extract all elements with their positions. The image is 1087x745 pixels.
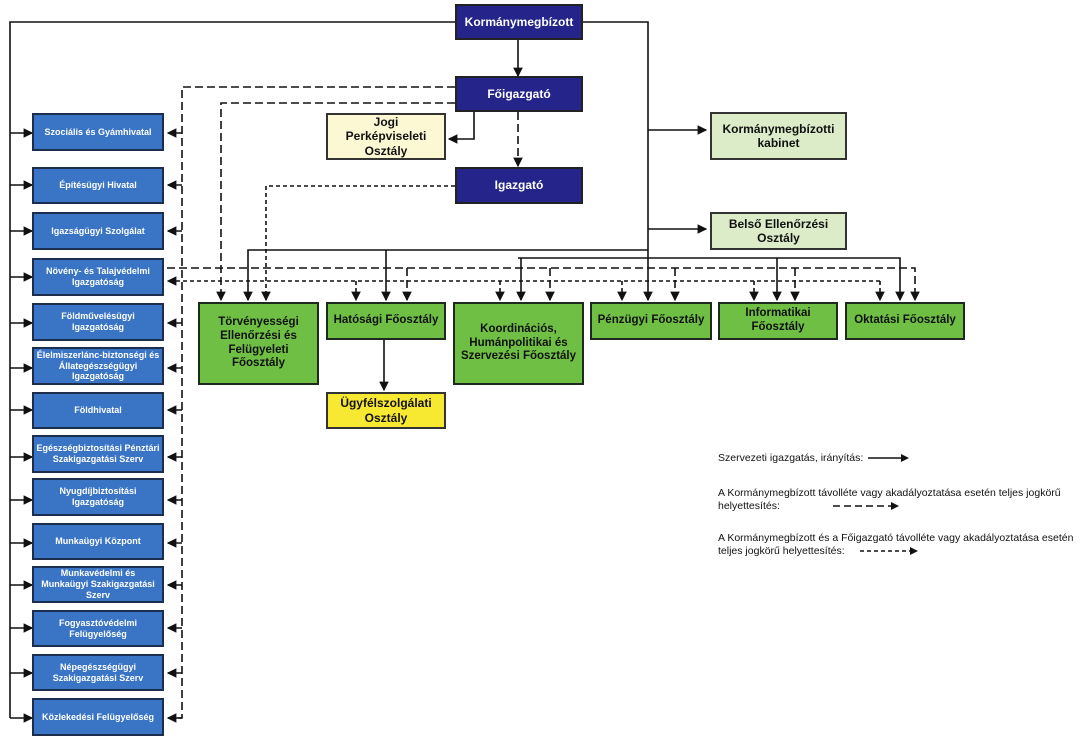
solid-arrow-icon	[868, 454, 910, 463]
office-nyugdijbiztositasi: Nyugdíjbiztosítási Igazgatóság	[32, 478, 164, 516]
igazgato-box: Igazgató	[455, 167, 583, 204]
ugyfelszolgalati-box: Ügyfélszolgálati Osztály	[326, 392, 446, 429]
department-penzugyi: Pénzügyi Főosztály	[590, 302, 712, 340]
long-dash-arrow-icon	[832, 502, 899, 511]
foigazgato-box: Főigazgató	[455, 76, 583, 112]
kabinet-box: Kormánymegbízotti kabinet	[710, 112, 847, 160]
legend-long-dash: A Kormánymegbízott távolléte vagy akadál…	[718, 487, 1061, 513]
office-fogyasztovedelmi: Fogyasztóvédelmi Felügyelőség	[32, 610, 164, 647]
office-igazsagugyi: Igazságügyi Szolgálat	[32, 212, 164, 250]
office-noveny: Növény- és Talajvédelmi Igazgatóság	[32, 258, 164, 296]
office-kozlekedesi: Közlekedési Felügyelőség	[32, 698, 164, 736]
legend-solid: Szervezeti igazgatás, irányítás:	[718, 452, 1078, 465]
office-elelmiszerlanc: Élelmiszerlánc-biztonségi és Állategészs…	[32, 347, 164, 385]
department-oktatasi: Oktatási Főosztály	[845, 302, 965, 340]
department-informatikai: Informatikai Főosztály	[718, 302, 838, 340]
short-dash-arrow-icon	[859, 547, 918, 556]
office-munkaugyi-kozpont: Munkaügyi Központ	[32, 523, 164, 560]
office-egeszsegbiztositasi: Egészségbiztosítási Pénztári Szakigazgat…	[32, 435, 164, 473]
line-km-right	[583, 21, 649, 250]
office-nepegeszsegugyi: Népegészségügyi Szakigazgatási Szerv	[32, 654, 164, 691]
belso-ellenorzesi-box: Belső Ellenőrzési Osztály	[710, 212, 847, 250]
line-km-left-spine	[9, 21, 455, 718]
jogi-perkepviseleti-box: Jogi Perképviseleti Osztály	[326, 113, 446, 160]
kormanymegbizott-box: Kormánymegbízott	[455, 4, 583, 40]
department-torvenyessegi: Törvényességi Ellenőrzési és Felügyeleti…	[198, 302, 319, 385]
legend-short-dash: A Kormánymegbízott és a Főigazgató távol…	[718, 532, 1074, 558]
office-szocialis: Szociális és Gyámhivatal	[32, 113, 164, 151]
line-fo-left-dash	[168, 86, 455, 719]
office-foldmuvelesugyi: Földművelésügyi Igazgatóság	[32, 303, 164, 341]
office-munkavedelmi: Munkavédelmi és Munkaügyi Szakigazgatási…	[32, 566, 164, 603]
office-epitesugyi: Építésügyi Hivatal	[32, 167, 164, 204]
department-hatosagi: Hatósági Főosztály	[326, 302, 446, 340]
department-koordinacios: Koordinációs, Humánpolitikai és Szervezé…	[453, 302, 584, 385]
spine-arrows	[10, 128, 34, 723]
office-foldhivatal: Földhivatal	[32, 392, 164, 429]
